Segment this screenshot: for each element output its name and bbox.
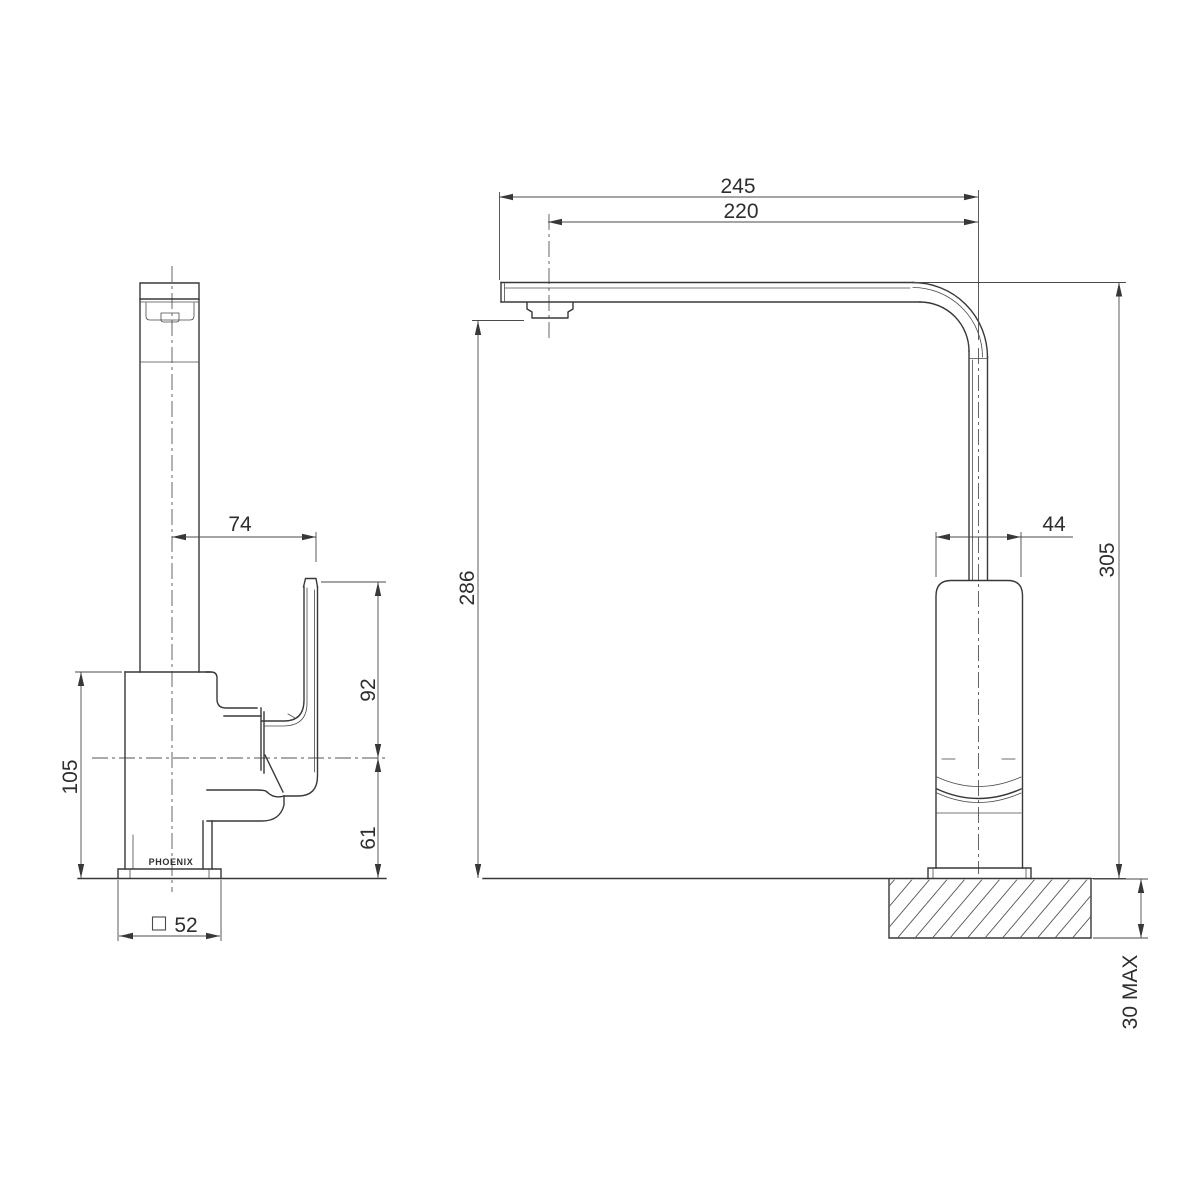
dim-30max-label: 30 MAX: [1119, 955, 1142, 1030]
side-aerator: [145, 302, 195, 321]
front-view: [482, 214, 1092, 939]
dim-220: 220: [548, 200, 978, 226]
mounting-surface: [482, 877, 1092, 939]
dim-52: 52: [117, 880, 222, 941]
dim-286-label: 286: [456, 570, 479, 605]
dimensions: 245 220 286 305 44 7: [59, 175, 1148, 1029]
dim-44-label: 44: [1042, 513, 1066, 536]
front-spout: [500, 281, 989, 581]
dim-74: 74: [172, 513, 317, 562]
dim-286: 286: [456, 320, 524, 878]
dim-74-label: 74: [228, 513, 252, 536]
side-body: [124, 586, 308, 870]
brand-label: PHOENIX: [149, 857, 194, 867]
dim-44: 44: [935, 513, 1073, 577]
dim-61: 61: [357, 758, 382, 878]
dim-52-label: 52: [174, 914, 197, 937]
dim-305-label: 305: [1096, 542, 1119, 577]
dim-92: 92: [321, 581, 386, 878]
dim-105: 105: [59, 671, 122, 878]
dim-30max: 30 MAX: [1093, 878, 1148, 1030]
dim-305: 305: [913, 282, 1126, 879]
dim-105-label: 105: [59, 759, 82, 794]
bench-hatching: [889, 879, 1091, 938]
dim-92-label: 92: [357, 678, 380, 701]
side-aerator-notch: [160, 312, 180, 323]
side-lever-handle: [264, 577, 319, 798]
front-body: [927, 579, 1032, 880]
dim-61-label: 61: [357, 826, 380, 849]
side-lower-housing: [202, 789, 285, 870]
dim-245-label: 245: [720, 175, 755, 198]
side-base-plate: [77, 868, 387, 880]
dim-245: 245: [499, 175, 979, 340]
front-aerator: [526, 302, 574, 319]
side-spout-column: [139, 282, 200, 673]
dim-220-label: 220: [723, 200, 758, 223]
side-view: PHOENIX: [77, 266, 387, 892]
square-symbol: [151, 916, 167, 931]
